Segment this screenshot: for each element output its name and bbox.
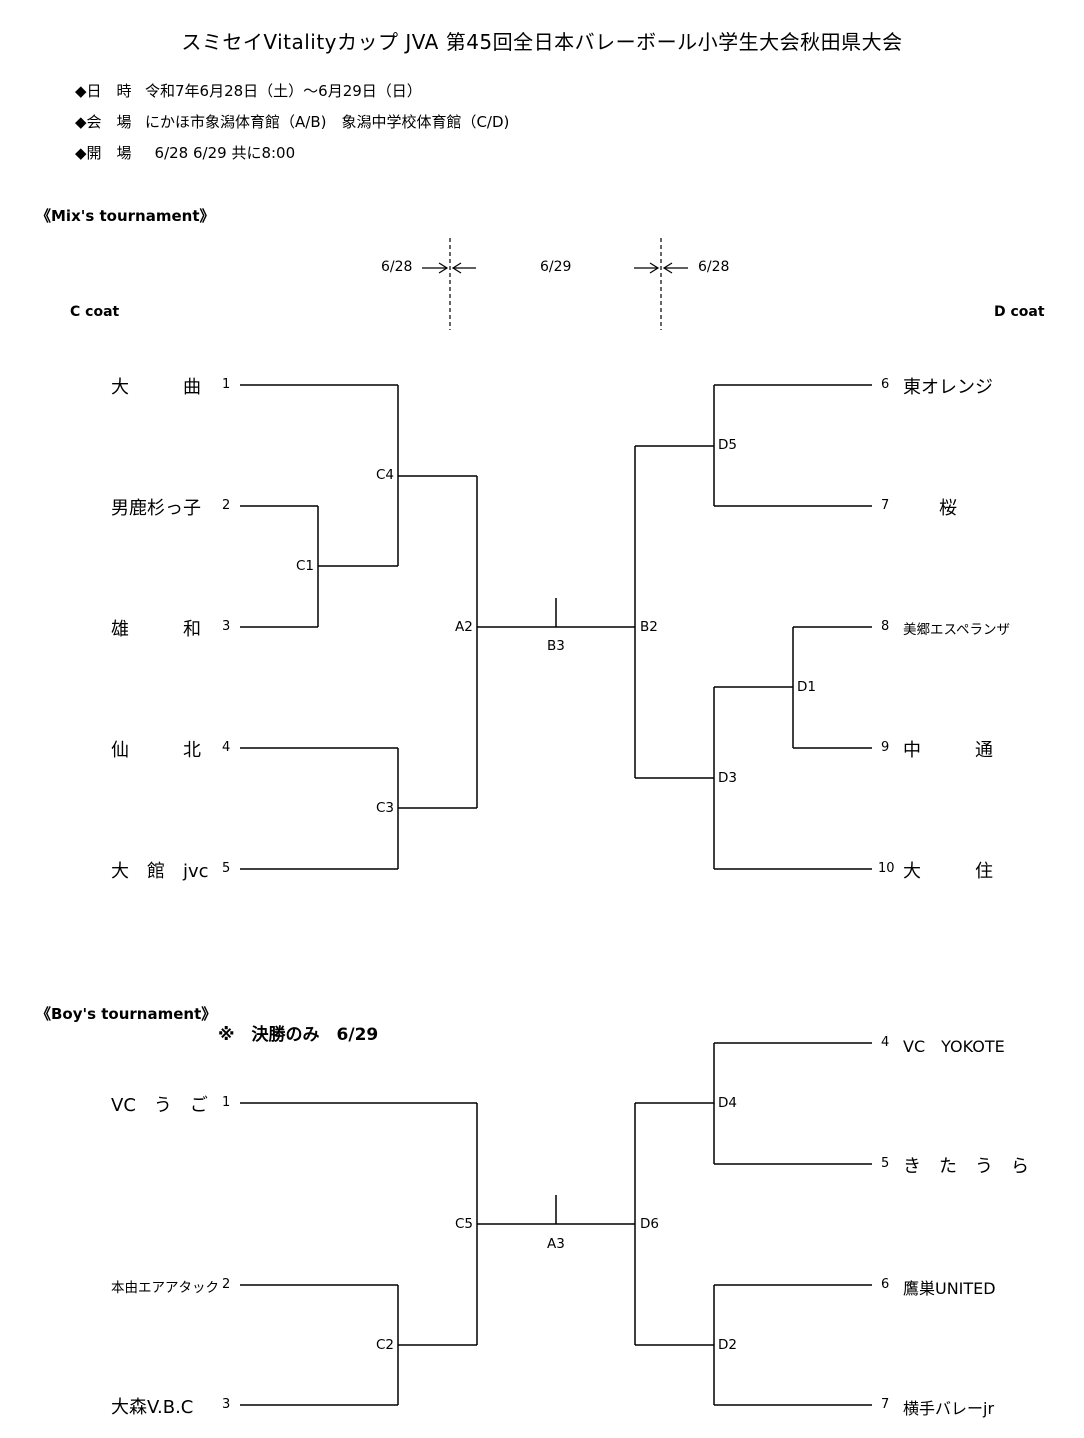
match-label-d5: D5 bbox=[718, 437, 737, 453]
boy-left-seed-3: 3 bbox=[222, 1397, 231, 1412]
match-label-d1: D1 bbox=[797, 679, 816, 695]
match-label-a3: A3 bbox=[547, 1236, 565, 1252]
info-open-key: ◆開 場 bbox=[75, 144, 132, 162]
mix-left-team-2: 男鹿杉っ子 bbox=[111, 498, 201, 519]
match-label-b2: B2 bbox=[640, 619, 658, 635]
info-venue-row: ◆会 場にかほ市象潟体育館（A/B) 象潟中学校体育館（C/D) bbox=[75, 111, 509, 132]
mix-right-seed-10: 10 bbox=[878, 861, 895, 876]
mix-left-team-4: 仙 北 bbox=[111, 740, 201, 761]
mix-left-seed-1: 1 bbox=[222, 377, 231, 392]
mix-left-team-3: 雄 和 bbox=[111, 619, 201, 640]
info-open-row: ◆開 場 6/28 6/29 共に8:00 bbox=[75, 142, 295, 163]
mix-right-seed-8: 8 bbox=[881, 619, 890, 634]
match-label-b3: B3 bbox=[547, 638, 565, 654]
match-label-c5: C5 bbox=[455, 1216, 474, 1232]
mix-right-team-7: 桜 bbox=[903, 498, 957, 519]
info-open-value: 6/28 6/29 共に8:00 bbox=[145, 144, 296, 162]
boy-right-seed-6: 6 bbox=[881, 1277, 890, 1292]
boy-right-team-6: 鷹巣UNITED bbox=[903, 1279, 996, 1298]
mix-right-team-10: 大 住 bbox=[903, 861, 993, 882]
match-label-d6: D6 bbox=[640, 1216, 659, 1232]
mix-left-seed-2: 2 bbox=[222, 498, 231, 513]
mix-coat-right: D coat bbox=[994, 304, 1045, 320]
info-venue-key: ◆会 場 bbox=[75, 113, 132, 131]
match-label-c3: C3 bbox=[376, 800, 395, 816]
boy-right-seed-5: 5 bbox=[881, 1156, 890, 1171]
boy-right-team-7: 横手バレーjr bbox=[903, 1399, 995, 1418]
mix-left-team-1: 大 曲 bbox=[111, 377, 201, 398]
info-date-value: 令和7年6月28日（土）～6月29日（日） bbox=[145, 82, 422, 100]
mix-left-seed-4: 4 bbox=[222, 740, 231, 755]
mix-left-seed-5: 5 bbox=[222, 861, 231, 876]
mix-right-team-6: 東オレンジ bbox=[903, 377, 993, 398]
info-date-key: ◆日 時 bbox=[75, 82, 132, 100]
mix-heading: 《Mix's tournament》 bbox=[36, 207, 215, 225]
match-label-a2: A2 bbox=[455, 619, 473, 635]
boy-left-team-3: 大森V.B.C bbox=[111, 1397, 194, 1418]
info-date-row: ◆日 時令和7年6月28日（土）～6月29日（日） bbox=[75, 80, 422, 101]
mix-date-left: 6/28 bbox=[381, 259, 413, 275]
match-label-d2: D2 bbox=[718, 1337, 737, 1353]
match-label-c2: C2 bbox=[376, 1337, 395, 1353]
page-title: スミセイVitalityカップ JVA 第45回全日本バレーボール小学生大会秋田… bbox=[181, 30, 903, 54]
boy-right-team-4: VC YOKOTE bbox=[903, 1037, 1005, 1056]
boy-left-seed-1: 1 bbox=[222, 1095, 231, 1110]
mix-coat-left: C coat bbox=[70, 304, 120, 320]
boy-left-team-1: VC う ご bbox=[111, 1095, 208, 1116]
match-label-d3: D3 bbox=[718, 770, 737, 786]
match-label-c1: C1 bbox=[296, 558, 315, 574]
boy-right-team-5: き た う ら bbox=[903, 1156, 1029, 1177]
mix-date-right: 6/28 bbox=[698, 259, 730, 275]
mix-date-center: 6/29 bbox=[540, 259, 572, 275]
boy-left-team-2: 本由エアアタック bbox=[111, 1280, 219, 1296]
boy-left-seed-2: 2 bbox=[222, 1277, 231, 1292]
match-label-d4: D4 bbox=[718, 1095, 737, 1111]
boy-heading: 《Boy's tournament》 bbox=[36, 1005, 217, 1023]
info-venue-value: にかほ市象潟体育館（A/B) 象潟中学校体育館（C/D) bbox=[145, 113, 510, 131]
mix-left-team-5: 大 館 jvc bbox=[111, 861, 209, 882]
boy-right-seed-7: 7 bbox=[881, 1397, 890, 1412]
mix-left-seed-3: 3 bbox=[222, 619, 231, 634]
mix-right-team-8: 美郷エスペランザ bbox=[903, 622, 1011, 638]
match-label-c4: C4 bbox=[376, 467, 395, 483]
mix-right-team-9: 中 通 bbox=[903, 740, 993, 761]
mix-right-seed-9: 9 bbox=[881, 740, 890, 755]
mix-right-seed-6: 6 bbox=[881, 377, 890, 392]
boy-right-seed-4: 4 bbox=[881, 1035, 890, 1050]
mix-right-seed-7: 7 bbox=[881, 498, 890, 513]
boy-final-note: ※ 決勝のみ 6/29 bbox=[218, 1025, 379, 1045]
